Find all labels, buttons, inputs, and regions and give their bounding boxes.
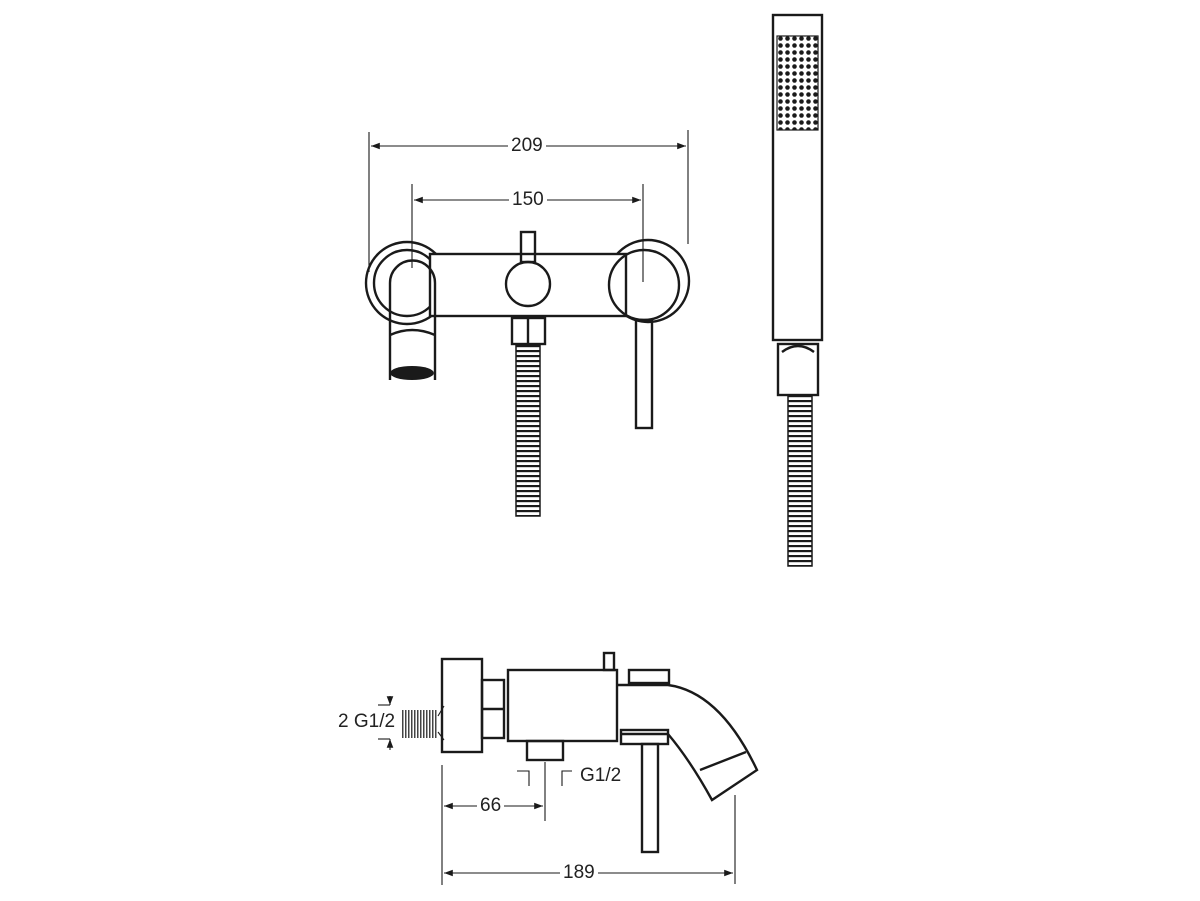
dimension-g12 (517, 770, 572, 786)
front-view-mixer (364, 230, 691, 517)
dimension-label-inlet-thread: 2 G1/2 (338, 711, 396, 732)
dimension-label-209: 209 (508, 136, 546, 156)
dimension-2g12 (378, 696, 394, 750)
dimension-label-66: 66 (477, 796, 505, 816)
dimension-label-outlet-thread: G1/2 (580, 765, 622, 786)
hand-shower (771, 13, 824, 567)
dimension-label-189: 189 (560, 863, 598, 883)
dimension-label-150: 150 (509, 190, 547, 210)
side-view-mixer (402, 651, 759, 854)
